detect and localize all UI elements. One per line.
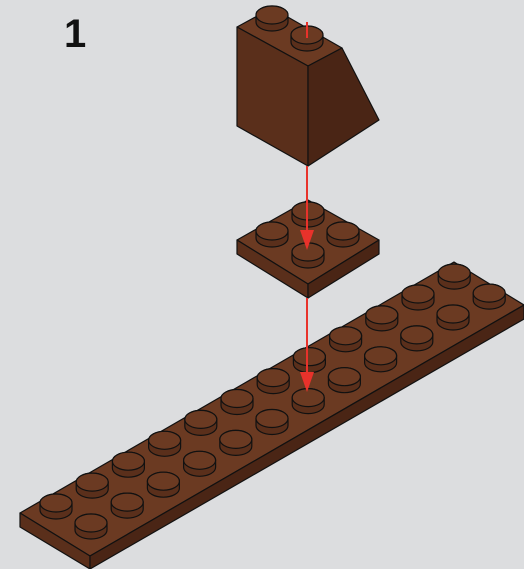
stud	[256, 410, 288, 435]
plate-2x12	[20, 262, 524, 569]
stud	[327, 222, 359, 247]
stud	[438, 264, 470, 289]
stud	[75, 514, 107, 539]
stud	[147, 472, 179, 497]
stud	[40, 494, 72, 519]
slope-brick-slope-face	[308, 48, 379, 166]
stud	[256, 222, 288, 247]
stud	[76, 473, 108, 498]
stud	[257, 369, 289, 394]
stud	[401, 326, 433, 351]
stud	[328, 368, 360, 393]
stud	[185, 410, 217, 435]
stud	[184, 451, 216, 476]
stud	[330, 327, 362, 352]
stud	[220, 430, 252, 455]
stud	[473, 284, 505, 309]
stud	[149, 431, 181, 456]
stud	[112, 452, 144, 477]
stud	[293, 348, 325, 373]
stud	[221, 390, 253, 415]
stud	[366, 306, 398, 331]
stud	[111, 493, 143, 518]
stud	[292, 389, 324, 414]
stud	[256, 6, 288, 31]
stud	[402, 285, 434, 310]
stud	[365, 347, 397, 372]
stud	[437, 305, 469, 330]
